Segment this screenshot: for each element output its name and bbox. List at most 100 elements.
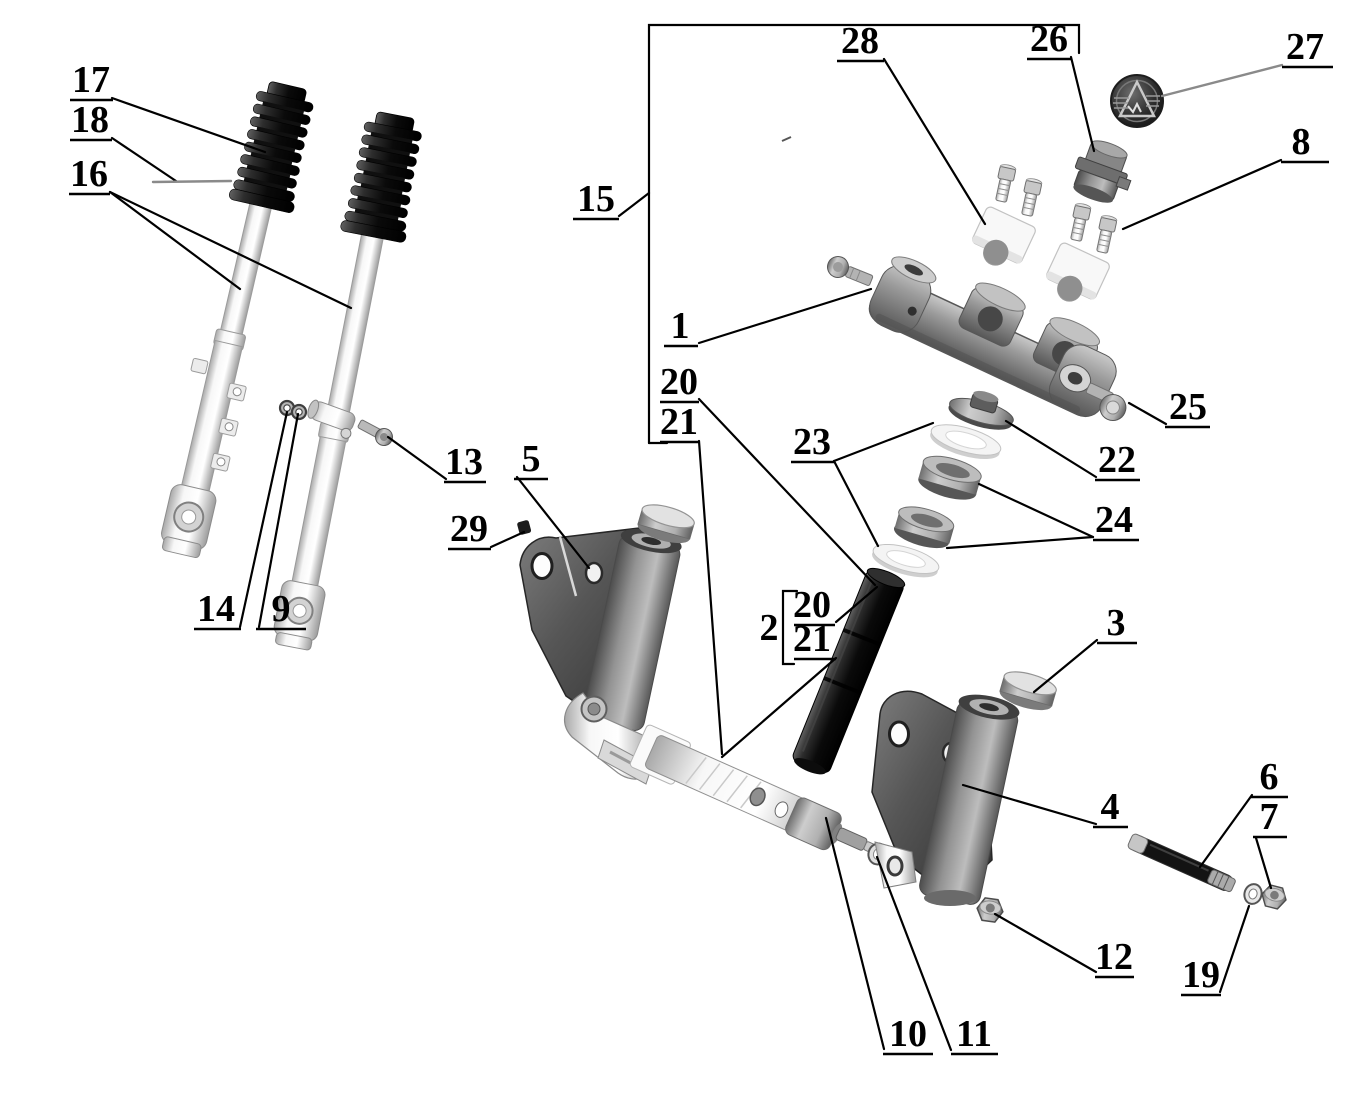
callout-19: 19 [1182, 954, 1220, 996]
leader-9 [257, 412, 300, 629]
bracket-2 [781, 589, 799, 666]
leader-18-tail [151, 179, 233, 184]
leader-8 [1121, 158, 1283, 231]
axle-rod [1127, 833, 1236, 893]
callout-22: 22 [1098, 439, 1136, 481]
axle-nut-7 [1258, 882, 1290, 912]
callout-16: 16 [70, 153, 108, 195]
callout-23: 23 [793, 421, 831, 463]
callout-3: 3 [1107, 602, 1126, 644]
callout-13: 13 [445, 441, 483, 483]
fork-tube-left [216, 197, 274, 352]
reference-dash [781, 136, 792, 142]
leader-5 [515, 475, 591, 570]
cap-screw-3 [1067, 201, 1092, 243]
leader-19 [1218, 904, 1251, 994]
leader-11 [875, 855, 953, 1052]
callout-14: 14 [197, 588, 235, 630]
leader-18 [110, 136, 178, 183]
callout-10: 10 [889, 1013, 927, 1055]
axle-washer-19 [1243, 883, 1263, 905]
clamp-bolt-13 [357, 419, 393, 446]
steering-stem-nut [1073, 140, 1132, 203]
leader-21-upper [697, 439, 724, 756]
bracket-15 [647, 23, 1081, 445]
leader-6 [1198, 793, 1254, 869]
sealing-ring-9 [290, 403, 308, 421]
callout-8: 8 [1292, 121, 1311, 163]
leader-20-upper [697, 397, 877, 587]
fork-bracket-left [519, 526, 682, 785]
leader-26 [1069, 55, 1096, 153]
leader-29 [489, 530, 526, 549]
callout-5: 5 [522, 438, 541, 480]
rubber-boot-left [227, 77, 322, 215]
callout-26: 26 [1030, 18, 1068, 60]
stem-nut-12 [974, 896, 1006, 924]
cap-screw-4 [1093, 213, 1118, 255]
steering-stem-tube [792, 567, 906, 775]
bearing-upper-24 [918, 455, 982, 500]
yoke-bolt-left [827, 256, 874, 286]
leader-15 [617, 191, 651, 218]
pinch-collar [307, 399, 356, 439]
callout-25: 25 [1169, 386, 1207, 428]
callout-20-lower: 20 [793, 584, 831, 626]
callout-7: 7 [1260, 796, 1279, 838]
callout-labels: 17 18 16 14 9 13 29 5 15 1 20 21 2 20 21… [69, 18, 1333, 1056]
leader-24-b [945, 535, 1095, 550]
leader-17 [110, 96, 267, 154]
leader-27 [1160, 63, 1284, 98]
fork-leg-right [273, 108, 429, 651]
bearing-lower-24 [893, 506, 955, 549]
bearing-washer-lower-23 [872, 544, 940, 578]
callout-4: 4 [1101, 786, 1120, 828]
cap-screw-2 [1018, 176, 1043, 218]
leader-21-lower [720, 656, 838, 759]
fork-slider-right [291, 435, 347, 590]
leader-12 [993, 912, 1098, 974]
leader-7 [1254, 836, 1273, 890]
callout-18: 18 [71, 99, 109, 141]
leader-3 [1032, 638, 1099, 694]
callout-21-upper: 21 [660, 401, 698, 443]
leader-25 [1127, 401, 1168, 426]
callout-27: 27 [1286, 26, 1324, 68]
upper-dust-seal-22 [948, 390, 1014, 430]
callout-20-upper: 20 [660, 361, 698, 403]
leader-23-a [832, 421, 935, 463]
callout-1: 1 [671, 305, 690, 347]
top-yoke [868, 256, 1117, 418]
callout-28: 28 [841, 20, 879, 62]
rubber-boot-right [339, 108, 429, 244]
bearing-washer-upper-23 [930, 424, 1002, 460]
callout-2: 2 [760, 607, 779, 649]
fork-leg-left [161, 77, 322, 559]
leader-16-a [108, 190, 242, 291]
brand-emblem-badge [1110, 74, 1164, 128]
leader-lines [108, 23, 1284, 1052]
leader-23-b [832, 459, 880, 548]
cap-screw-1 [992, 162, 1017, 204]
fork-slider-left [180, 339, 244, 496]
callout-24: 24 [1095, 499, 1133, 541]
fork-mount-tabs-left [190, 357, 247, 472]
handlebar-cap-a [965, 204, 1038, 277]
fork-bracket-right [871, 690, 1020, 906]
callout-9: 9 [272, 588, 291, 630]
stem-clamp-bar [629, 724, 877, 854]
callout-29: 29 [450, 508, 488, 550]
leader-4 [961, 783, 1098, 826]
callout-21-lower: 21 [793, 618, 831, 660]
leader-16-b [108, 190, 353, 310]
leader-28 [882, 57, 987, 226]
leader-14 [238, 410, 289, 629]
callout-11: 11 [956, 1013, 992, 1055]
leader-1 [697, 287, 873, 345]
callout-12: 12 [1095, 936, 1133, 978]
leader-10 [824, 816, 886, 1051]
leader-20-lower [834, 585, 879, 624]
callout-15: 15 [577, 178, 615, 220]
callout-17: 17 [72, 59, 110, 101]
